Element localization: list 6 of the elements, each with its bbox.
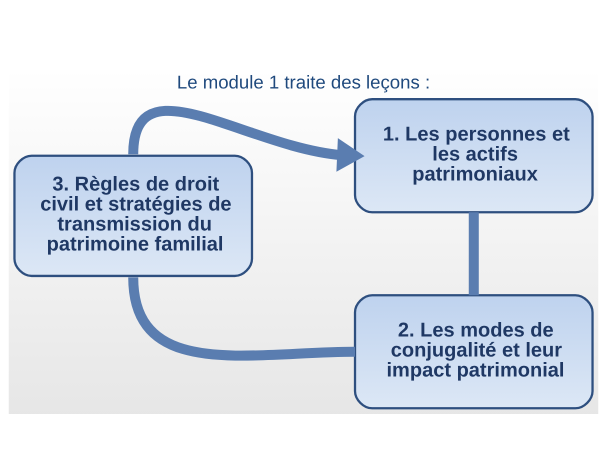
connector xyxy=(128,276,356,360)
node-box: 1. Les personnes et les actifs patrimoniaux xyxy=(354,98,594,213)
diagram-title: Le module 1 traite des leçons : xyxy=(176,70,430,92)
node-box: 2. Les modes de conjugalité et leur impact patrimonial xyxy=(354,294,594,409)
connector xyxy=(468,212,479,295)
node-box: 3. Règles de droit civil et stratégies de transmission du patrimoine familial xyxy=(13,154,254,277)
